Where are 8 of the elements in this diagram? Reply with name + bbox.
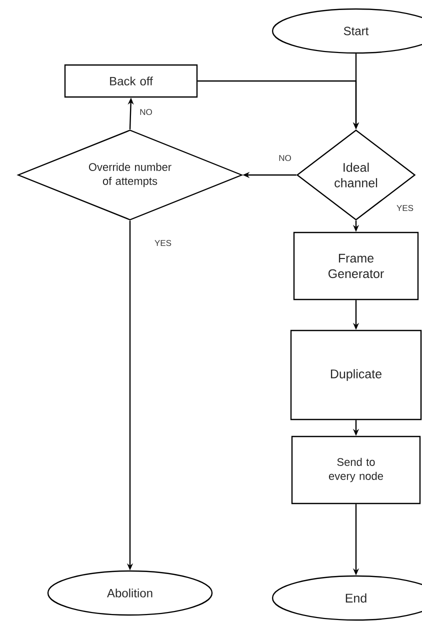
process-box: Back off	[64, 64, 198, 98]
process-box: Send to every node	[291, 436, 421, 504]
edge-label: NO	[278, 154, 292, 162]
edge-label: YES	[154, 239, 172, 247]
process-box: Frame Generator	[293, 232, 419, 300]
process-box: Duplicate	[290, 330, 422, 420]
edge-label: NO	[138, 108, 154, 116]
edge-label: YES	[396, 204, 414, 212]
